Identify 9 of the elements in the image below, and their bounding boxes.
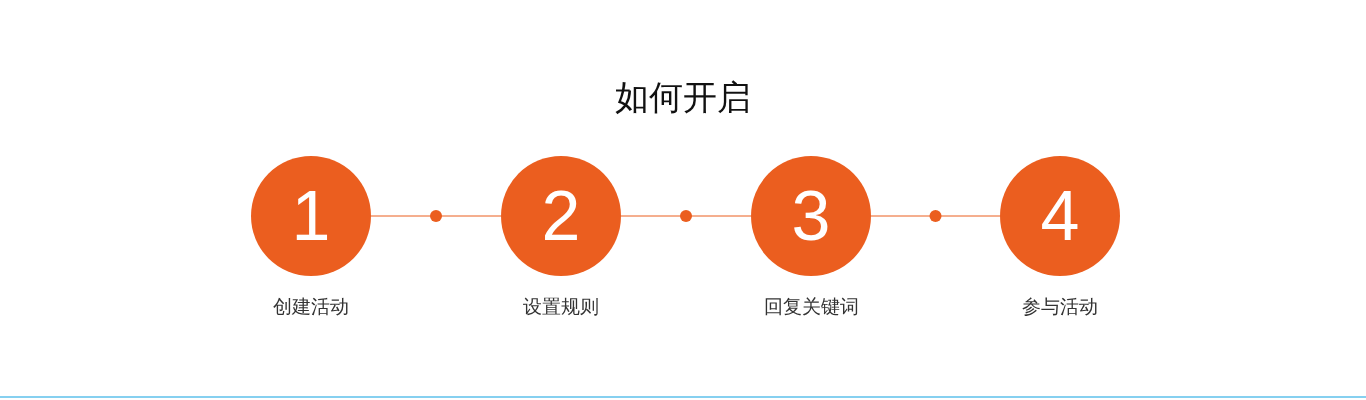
step-number: 2 (541, 180, 581, 252)
step-number: 1 (291, 180, 331, 252)
step-label: 创建活动 (273, 295, 349, 317)
step-label: 参与活动 (1022, 295, 1098, 317)
title: 如何开启 (615, 76, 751, 118)
step-number: 4 (1040, 180, 1080, 252)
step-number: 3 (791, 180, 831, 252)
step-label: 回复关键词 (763, 295, 859, 317)
step-label: 设置规则 (523, 295, 599, 317)
